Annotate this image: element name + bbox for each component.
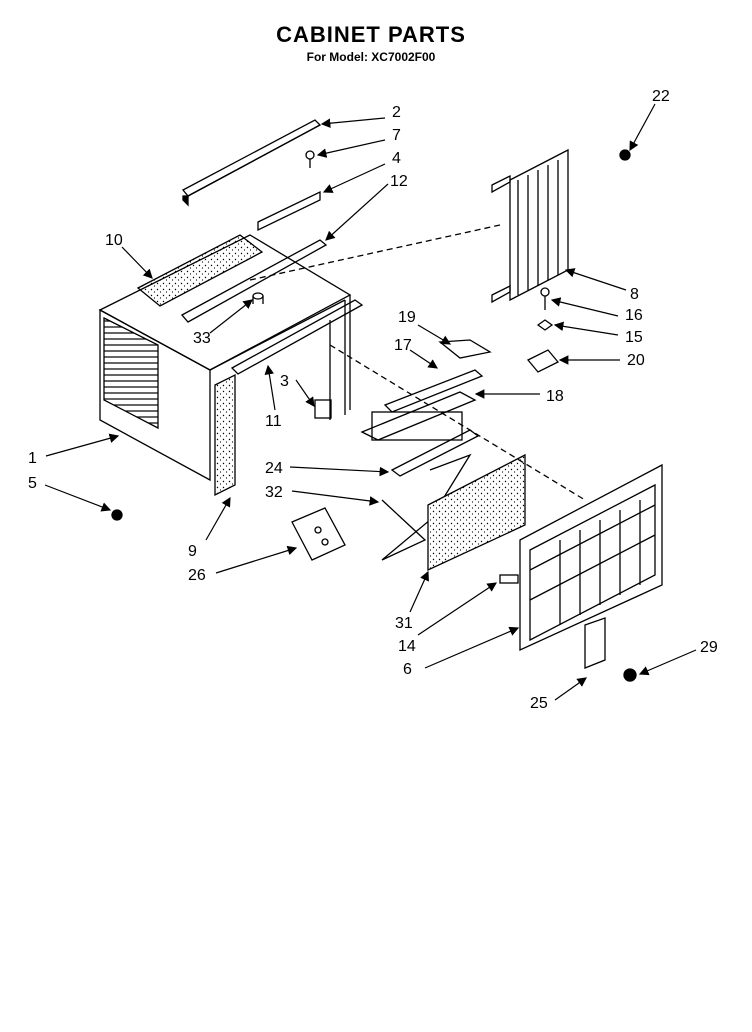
callout-19: 19: [398, 309, 416, 326]
callout-3: 3: [280, 373, 289, 390]
part-33-plug: [252, 292, 264, 304]
part-5-screw: [111, 509, 123, 521]
part-32-wire-frame: [381, 453, 472, 561]
callout-14: 14: [398, 638, 416, 655]
part-16-screw: [540, 287, 550, 310]
callout-9: 9: [188, 543, 197, 560]
part-8-rear-grille: [491, 148, 569, 304]
callout-24: 24: [265, 460, 283, 477]
callout-7: 7: [392, 127, 401, 144]
callout-5: 5: [28, 475, 37, 492]
callout-10: 10: [105, 232, 123, 249]
callout-20: 20: [627, 352, 645, 369]
callout-29: 29: [700, 639, 718, 656]
part-29-knob: [623, 668, 637, 682]
callout-31: 31: [395, 615, 413, 632]
callout-25: 25: [530, 695, 548, 712]
part-3-clip: [314, 399, 332, 419]
part-14-shaft: [499, 574, 519, 584]
part-7-screw: [305, 150, 315, 168]
part-20-latch: [526, 349, 560, 373]
callout-8: 8: [630, 286, 639, 303]
part-11-rail: [230, 299, 364, 375]
part-4-bracket: [257, 190, 321, 232]
callout-17: 17: [394, 337, 412, 354]
callout-26: 26: [188, 567, 206, 584]
part-19-bracket: [438, 339, 492, 359]
callout-33: 33: [193, 330, 211, 347]
callout-4: 4: [392, 150, 401, 167]
callout-16: 16: [625, 307, 643, 324]
part-10-top-filter: [136, 234, 264, 307]
callout-18: 18: [546, 388, 564, 405]
part-2-top-rail: [181, 119, 322, 207]
callout-32: 32: [265, 484, 283, 501]
callout-15: 15: [625, 329, 643, 346]
part-1-cabinet: [98, 234, 352, 482]
part-12-rail: [180, 239, 328, 323]
callout-11: 11: [265, 413, 282, 430]
callout-22: 22: [652, 88, 670, 105]
part-25-control-panel: [584, 617, 606, 669]
part-24-seal: [390, 429, 480, 477]
part-22-screw: [619, 149, 631, 161]
callout-12: 12: [390, 173, 408, 190]
part-31-front-filter: [427, 453, 526, 572]
callout-6: 6: [403, 661, 412, 678]
part-9-side-seal: [214, 373, 236, 497]
part-18-housing: [360, 369, 484, 441]
page-subtitle: For Model: XC7002F00: [306, 50, 436, 64]
callout-1: 1: [28, 450, 37, 467]
page-title: CABINET PARTS: [276, 22, 466, 47]
callout-2: 2: [392, 104, 401, 121]
part-15-washer: [536, 319, 554, 331]
part-26-bracket: [291, 507, 346, 561]
part-6-front-grille: [519, 463, 663, 652]
